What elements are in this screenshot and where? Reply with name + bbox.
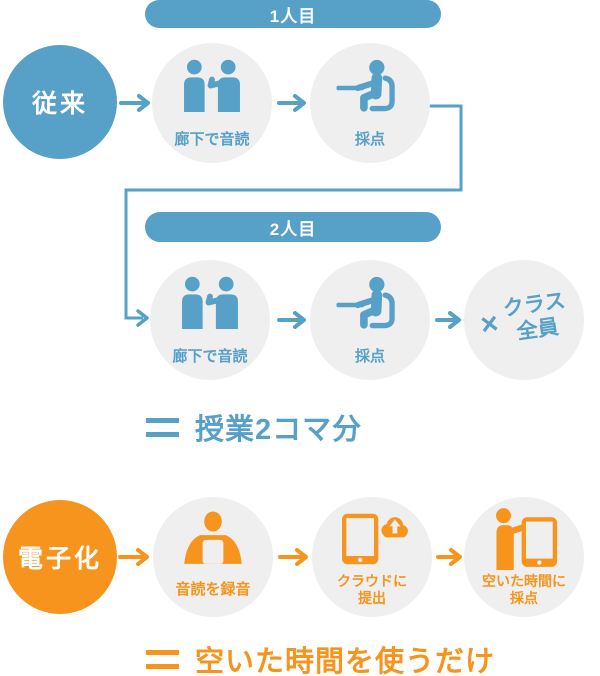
grading-at-desk-icon — [336, 59, 395, 112]
step-hallway-reading-1: 廊下で音読 — [152, 43, 272, 163]
equals-icon — [146, 649, 179, 669]
flow-arrow-icon — [436, 548, 462, 566]
step-caption: 廊下で音読 — [172, 347, 248, 365]
person-tablet-grading-icon — [496, 508, 558, 570]
step-caption: 廊下で音読 — [174, 130, 250, 148]
flow-arrow-icon — [435, 311, 461, 329]
digital-summary: 空いた時間を使うだけ — [146, 638, 495, 676]
flow-arrow-icon — [277, 94, 306, 112]
person1-banner: 1人目 — [145, 0, 441, 28]
step-grading-2: 採点 — [310, 260, 430, 380]
step-cloud-submit: クラウドに 提出 — [312, 497, 432, 617]
digital-label: 電子化 — [17, 545, 102, 573]
traditional-circle: 従来 — [3, 45, 117, 159]
flow-arrow-icon — [278, 548, 308, 566]
step-caption: 採点 — [354, 130, 385, 148]
step-freetime-grading: 空いた時間に 採点 — [464, 497, 584, 617]
two-people-talking-icon — [182, 276, 238, 329]
step-caption: クラウドに 提出 — [337, 572, 407, 606]
person1-banner-label: 1人目 — [269, 6, 317, 26]
step-grading-1: 採点 — [310, 43, 430, 163]
person-recording-icon — [184, 511, 242, 564]
class-multiplier-text: クラス 全員 — [501, 289, 567, 344]
equals-icon — [146, 417, 179, 437]
flow-arrow-icon — [119, 94, 150, 112]
step-caption: 採点 — [354, 347, 385, 365]
loop-connector-line — [124, 104, 463, 327]
step-class-multiplier: × クラス 全員 — [464, 260, 584, 380]
two-people-talking-icon — [184, 59, 240, 112]
class-multiplier: × クラス 全員 — [456, 252, 592, 388]
grading-at-desk-icon — [336, 276, 395, 329]
flow-arrow-icon — [118, 548, 149, 566]
traditional-summary-text: 授業2コマ分 — [195, 414, 363, 446]
step-hallway-reading-2: 廊下で音読 — [150, 260, 270, 380]
multiply-symbol: × — [478, 306, 501, 342]
digital-summary-text: 空いた時間を使うだけ — [195, 646, 496, 676]
traditional-label: 従来 — [31, 90, 88, 118]
flow-arrow-icon — [277, 311, 306, 329]
step-caption: 音読を録音 — [175, 580, 251, 598]
digital-circle: 電子化 — [3, 500, 117, 614]
tablet-cloud-upload-icon — [342, 513, 408, 565]
person2-banner-label: 2人目 — [269, 219, 317, 239]
person2-banner: 2人目 — [145, 212, 441, 242]
traditional-summary: 授業2コマ分 — [146, 406, 362, 448]
step-record-reading: 音読を録音 — [153, 497, 273, 617]
step-caption: 空いた時間に 採点 — [482, 572, 566, 606]
